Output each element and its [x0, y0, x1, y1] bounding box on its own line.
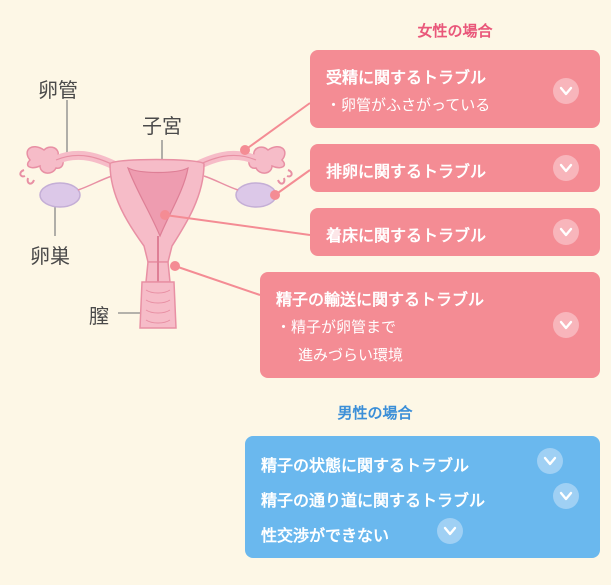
connector-fertilization [244, 102, 311, 151]
dot-fertilization [240, 145, 250, 155]
card-detail-line1: ・精子が卵管まで [276, 318, 397, 336]
female-section-title: 女性の場合 [417, 22, 493, 40]
ovary-label: 卵巣 [30, 244, 70, 268]
uterus-label: 子宮 [142, 114, 182, 138]
oviduct-label: 卵管 [38, 78, 78, 102]
male-causes-box: 精子の状態に関するトラブル 精子の通り道に関するトラブル 性交渉ができない [245, 436, 600, 558]
card-title: 受精に関するトラブル [326, 68, 487, 87]
male-item-intercourse[interactable]: 性交渉ができない [261, 526, 390, 545]
left-ovary [39, 182, 81, 208]
card-title: 精子の輸送に関するトラブル [276, 290, 485, 309]
male-item-sperm-passage[interactable]: 精子の通り道に関するトラブル [261, 491, 486, 510]
chevron-down-icon[interactable] [437, 518, 463, 544]
card-ovulation-trouble[interactable]: 排卵に関するトラブル [310, 144, 600, 192]
right-fimbria-tips [277, 169, 293, 185]
vagina-label: 膣 [89, 304, 109, 328]
card-title: 排卵に関するトラブル [326, 162, 487, 181]
vagina-shape [139, 281, 177, 329]
left-ovarian-ligament [77, 175, 113, 191]
card-detail-line2: 進みづらい環境 [298, 346, 404, 364]
dot-implantation [160, 210, 170, 220]
card-title: 着床に関するトラブル [326, 226, 487, 245]
chevron-down-icon[interactable] [553, 312, 579, 338]
uterine-cavity [126, 166, 189, 238]
right-fimbria [248, 146, 286, 174]
chevron-down-icon[interactable] [553, 78, 579, 104]
chevron-down-icon[interactable] [553, 483, 579, 509]
right-ovarian-ligament [203, 175, 239, 191]
vagina-folds [145, 289, 171, 324]
connector-sperm-transport [174, 265, 261, 296]
card-implantation-trouble[interactable]: 着床に関するトラブル [310, 208, 600, 256]
card-detail: ・卵管がふさがっている [326, 96, 491, 114]
connector-implantation [164, 214, 311, 236]
chevron-down-icon[interactable] [553, 219, 579, 245]
male-section-title: 男性の場合 [337, 404, 413, 422]
chevron-down-icon[interactable] [553, 155, 579, 181]
left-fimbria-tips [19, 169, 35, 185]
left-fimbria [26, 146, 64, 174]
connector-ovulation [274, 169, 311, 196]
card-fertilization-trouble[interactable]: 受精に関するトラブル ・卵管がふさがっている [310, 50, 600, 128]
card-sperm-transport-trouble[interactable]: 精子の輸送に関するトラブル ・精子が卵管まで 進みづらい環境 [260, 272, 600, 378]
dot-ovulation [270, 190, 280, 200]
dot-sperm-transport [170, 261, 180, 271]
male-item-sperm-condition[interactable]: 精子の状態に関するトラブル [261, 456, 470, 475]
chevron-down-icon[interactable] [537, 448, 563, 474]
